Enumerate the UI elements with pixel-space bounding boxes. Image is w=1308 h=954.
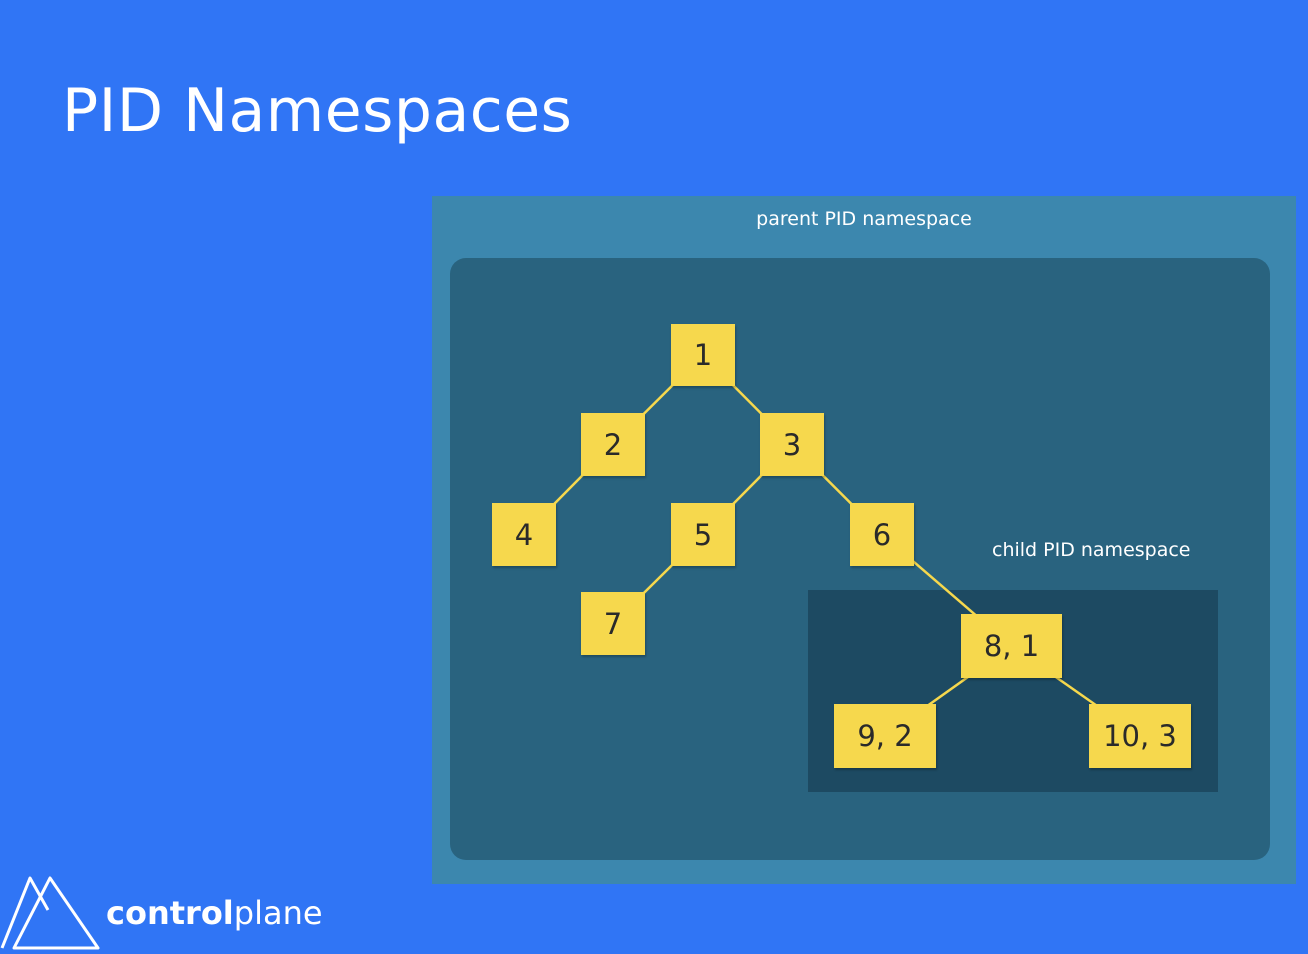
pid-node-2: 2 [581,413,645,476]
pid-node-4: 4 [492,503,556,566]
pid-node-10-3: 10, 3 [1089,704,1191,768]
pid-node-1: 1 [671,324,735,386]
pid-node-9-2: 9, 2 [834,704,936,768]
parent-namespace-label: parent PID namespace [756,208,972,230]
logo-word-plane: plane [233,894,323,932]
slide-title: PID Namespaces [62,76,573,146]
mountain-logo-icon [0,876,100,950]
pid-node-5: 5 [671,503,735,566]
child-namespace-label: child PID namespace [992,539,1191,561]
logo-word-control: control [106,894,234,932]
controlplane-logo: controlplane [0,870,360,954]
pid-node-6: 6 [850,503,914,566]
logo-wordmark: controlplane [106,894,323,932]
pid-node-7: 7 [581,592,645,655]
pid-node-3: 3 [760,413,824,476]
pid-node-8-1: 8, 1 [961,614,1062,678]
